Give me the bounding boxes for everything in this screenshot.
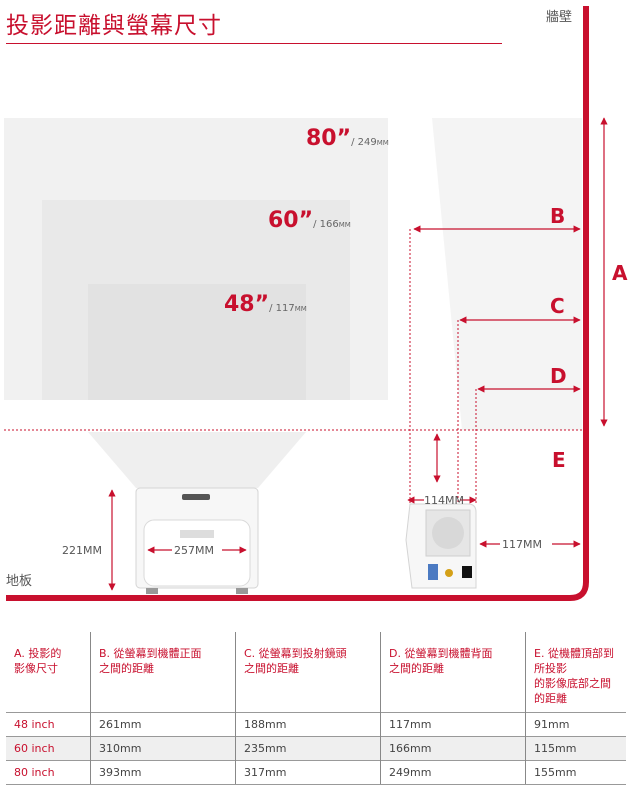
screen-48-label: 48”/ 117MM <box>224 292 307 317</box>
header-screen-to-lens: C. 從螢幕到投射鏡頭之間的距離 <box>235 632 381 713</box>
label-e: E <box>552 448 566 472</box>
table-cell: 393mm <box>90 760 236 785</box>
screen-60-distance: / 166 <box>313 219 339 230</box>
screen-80-unit: MM <box>376 139 389 147</box>
header-screen-to-front: B. 從螢幕到機體正面之間的距離 <box>90 632 236 713</box>
floor-label: 地板 <box>6 574 33 589</box>
screen-60-label: 60”/ 166MM <box>268 208 351 233</box>
projection-beam <box>88 432 306 488</box>
table-row: 80 inch 393mm 317mm 249mm 155mm <box>6 760 626 785</box>
screen-80-size: 80” <box>306 126 352 151</box>
row-label: 80 inch <box>6 760 91 785</box>
label-d: D <box>550 364 567 388</box>
screen-48-inch <box>88 284 306 400</box>
table-cell: 91mm <box>525 712 626 737</box>
table-cell: 249mm <box>380 760 526 785</box>
header-top-to-image: E. 從機體頂部到所投影的影像底部之間的距離 <box>534 647 614 705</box>
table-cell: 155mm <box>525 760 626 785</box>
wall-label: 牆壁 <box>546 10 573 25</box>
table-cell: 188mm <box>235 712 381 737</box>
table-cell: 261mm <box>90 712 236 737</box>
wall-floor-line <box>6 6 589 601</box>
table-cell: 115mm <box>525 736 626 761</box>
table-row: 60 inch 310mm 235mm 166mm 115mm <box>6 736 626 761</box>
table-cell: 166mm <box>380 736 526 761</box>
screen-48-distance: / 117 <box>269 303 295 314</box>
row-label: 48 inch <box>6 712 91 737</box>
screen-48-size: 48” <box>224 292 270 317</box>
spec-table: A. 投影的影像尺寸 B. 從螢幕到機體正面之間的距離 C. 從螢幕到投射鏡頭之… <box>6 632 626 785</box>
side-projector <box>405 503 477 589</box>
screen-80-label: 80”/ 249MM <box>306 126 389 151</box>
table-row: 48 inch 261mm 188mm 117mm 91mm <box>6 712 626 737</box>
screen-60-unit: MM <box>338 221 351 229</box>
title-divider <box>6 43 502 44</box>
screen-80-distance: / 249 <box>351 137 377 148</box>
screen-60-size: 60” <box>268 208 314 233</box>
header-screen-to-back: D. 從螢幕到機體背面之間的距離 <box>380 632 526 713</box>
page-title: 投影距離與螢幕尺寸 <box>6 13 222 39</box>
row-label: 60 inch <box>6 736 91 761</box>
label-c: C <box>550 294 565 318</box>
front-height-label: 221MM <box>62 544 102 557</box>
table-cell: 317mm <box>235 760 381 785</box>
label-a: A <box>612 261 628 285</box>
side-gap-label: 117MM <box>502 538 542 551</box>
side-depth-label: 114MM <box>424 494 464 507</box>
table-header-row: A. 投影的影像尺寸 B. 從螢幕到機體正面之間的距離 C. 從螢幕到投射鏡頭之… <box>6 632 626 713</box>
screen-48-unit: MM <box>294 305 307 313</box>
diagram-graphics <box>4 6 608 601</box>
table-cell: 310mm <box>90 736 236 761</box>
table-cell: 117mm <box>380 712 526 737</box>
table-cell: 235mm <box>235 736 381 761</box>
side-projection-beam <box>432 118 582 430</box>
label-b: B <box>550 204 566 228</box>
header-image-size: A. 投影的影像尺寸 <box>6 632 91 713</box>
front-projector <box>135 487 259 594</box>
front-width-label: 257MM <box>174 544 214 557</box>
